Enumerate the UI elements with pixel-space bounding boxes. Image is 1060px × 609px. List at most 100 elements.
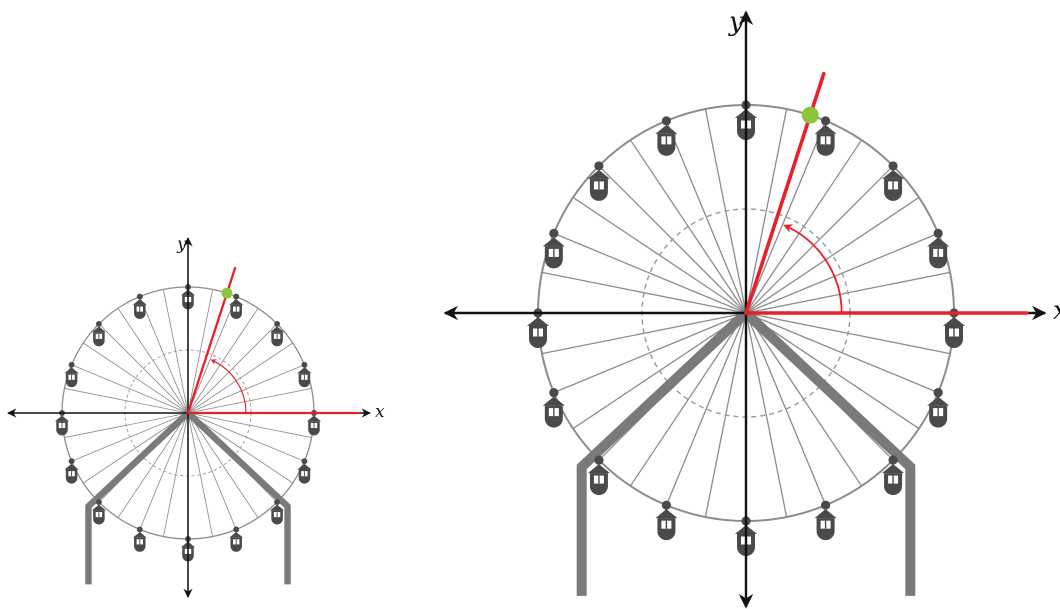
gondola [542, 387, 565, 428]
gondola-roof [587, 464, 610, 474]
gondola [297, 361, 312, 388]
x-axis-label: x [375, 402, 385, 421]
left-support-leg [576, 309, 750, 596]
gondola [64, 361, 79, 388]
spoke [187, 412, 237, 530]
gondola-roof [542, 396, 565, 406]
gondola [882, 455, 905, 496]
gondola-pivot [301, 361, 308, 368]
gondola-roof [882, 464, 905, 474]
spoke [553, 312, 747, 394]
gondola-pivot [136, 526, 143, 533]
gondola [927, 387, 950, 428]
gondola-pivot [594, 161, 604, 171]
gondola [64, 458, 79, 484]
gondola-roof [927, 237, 950, 247]
left-support-leg [85, 410, 191, 585]
gondola-pivot [233, 293, 240, 300]
spoke [187, 308, 259, 414]
spoke [553, 232, 747, 314]
gondola [297, 458, 312, 484]
gondola-pivot [888, 455, 898, 465]
gondola [91, 320, 106, 347]
gondola-roof [814, 124, 837, 134]
gondola [587, 161, 610, 201]
gondola-pivot [888, 161, 898, 171]
gondola-pivot [95, 320, 102, 327]
gondola-pivot [594, 455, 604, 465]
gondola-roof [229, 299, 244, 305]
gondola-roof [297, 463, 312, 470]
gondola [927, 228, 950, 269]
small-ferris-wheel-diagram: y x [7, 235, 385, 598]
gondola [229, 293, 244, 319]
spoke [98, 323, 189, 414]
gondola-pivot [95, 499, 102, 506]
gondola-roof [54, 415, 70, 422]
gondola-pivot [661, 116, 672, 126]
spoke [745, 196, 920, 314]
x-axis-label: x [1053, 296, 1060, 326]
spoke [71, 364, 189, 414]
gondola [270, 499, 285, 525]
spoke [665, 120, 747, 314]
spoke [745, 120, 827, 314]
gondola-roof [587, 169, 610, 179]
gondola-pivot [933, 387, 943, 398]
spoke [745, 312, 827, 506]
spoke [629, 139, 747, 314]
spoke [629, 312, 747, 487]
y-axis-label: y [176, 235, 187, 254]
gondola-roof [270, 504, 285, 511]
rider-marker [801, 106, 819, 124]
spoke [187, 412, 259, 518]
support-legs [576, 309, 916, 596]
gondola [882, 161, 905, 201]
gondola [54, 410, 70, 436]
gondola-pivot [549, 228, 559, 239]
gondola-pivot [301, 458, 308, 465]
gondola-roof [927, 396, 950, 406]
spoke [665, 312, 747, 506]
gondola-pivot [549, 387, 559, 398]
gondola-roof [527, 317, 549, 326]
gondola [132, 526, 147, 552]
gondola-pivot [933, 228, 943, 239]
gondola-pivot [274, 320, 281, 327]
gondola-roof [655, 124, 678, 134]
gondola-pivot [233, 526, 240, 533]
gondola [814, 500, 837, 541]
right-support-leg [185, 410, 291, 585]
gondola-pivot [820, 500, 831, 510]
gondolas [527, 100, 965, 556]
gondola-roof [91, 326, 106, 333]
gondola-roof [270, 326, 285, 333]
spoke [745, 312, 920, 430]
support-legs [85, 410, 291, 585]
gondola-pivot [136, 293, 143, 300]
gondola-roof [64, 367, 79, 374]
right-support-leg [742, 309, 916, 596]
spoke [83, 412, 189, 484]
angle-arc [783, 224, 843, 314]
gondola-roof [64, 463, 79, 470]
gondola-roof [655, 509, 678, 519]
gondola-pivot [820, 116, 831, 126]
gondola-roof [943, 317, 965, 326]
large-ferris-wheel-diagram: y x [443, 7, 1060, 609]
gondola [527, 308, 549, 348]
gondola [655, 116, 678, 156]
gondola-pivot [68, 361, 75, 368]
gondola-roof [132, 531, 147, 538]
spoke [83, 342, 189, 414]
gondola [655, 500, 678, 541]
gondola [229, 526, 244, 552]
gondola-roof [132, 299, 147, 305]
gondola-roof [306, 415, 322, 422]
gondola-pivot [68, 458, 75, 465]
gondola-pivot [661, 500, 672, 510]
rider-marker [221, 287, 233, 299]
spoke [187, 296, 237, 414]
gondola [587, 455, 610, 496]
